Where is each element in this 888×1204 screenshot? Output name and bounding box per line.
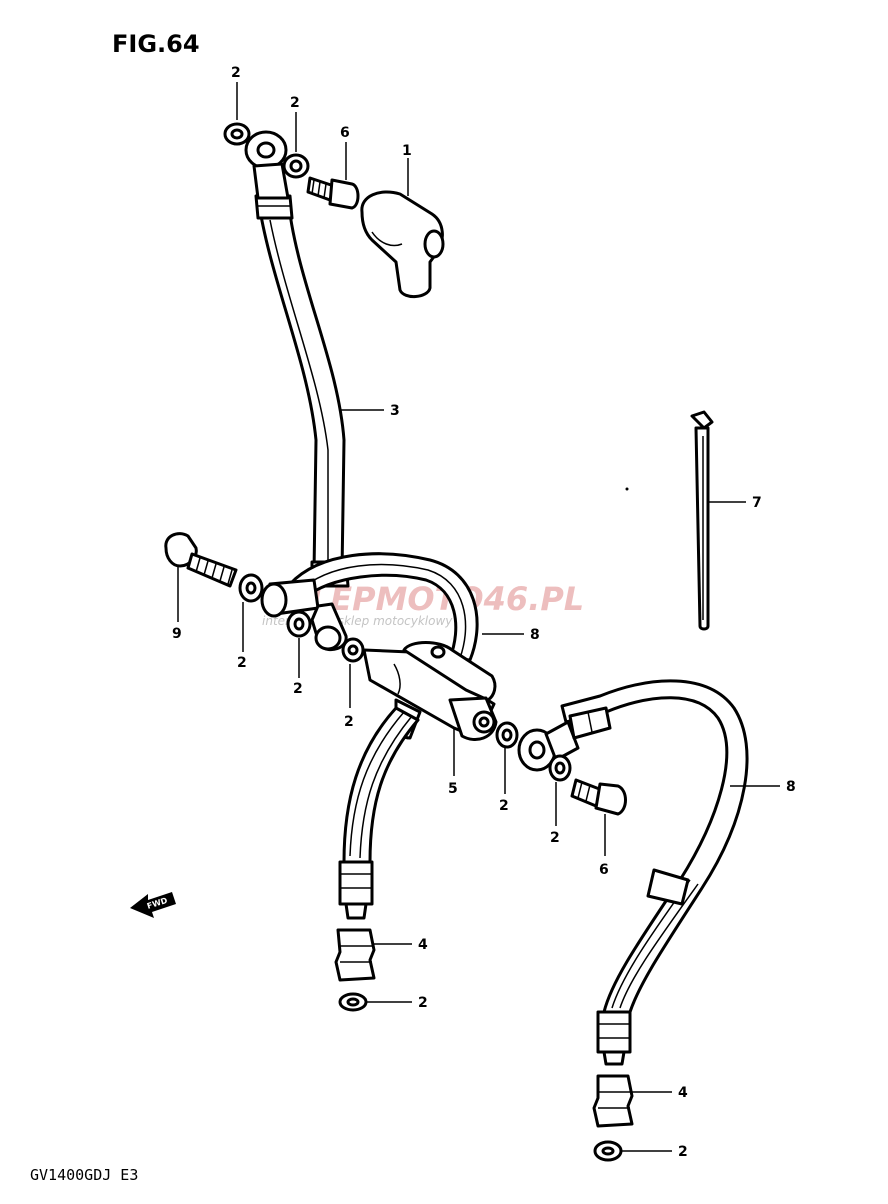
part-upper-hose	[254, 194, 350, 588]
figure-title: FIG.64	[112, 30, 200, 58]
callout-label: 2	[418, 995, 428, 1011]
callout-label: 2	[231, 65, 241, 81]
part-left-union-4	[334, 928, 376, 982]
washer-left-bottom	[338, 992, 368, 1012]
part-cable-tie	[690, 410, 714, 631]
part-right-bolt	[570, 778, 627, 816]
callout-label: 2	[499, 798, 509, 814]
callout-label: 2	[550, 830, 560, 846]
washer-left-3	[341, 637, 365, 663]
part-cap	[360, 190, 445, 298]
callout-label: 3	[390, 403, 400, 419]
callout-label: 9	[172, 626, 182, 642]
washer-top-left	[223, 122, 251, 146]
part-top-bolt	[306, 176, 360, 210]
washer-top-right	[282, 153, 310, 179]
washer-right-1	[495, 721, 519, 749]
washer-right-bottom	[593, 1140, 623, 1162]
callout-label: 8	[530, 627, 540, 643]
part-left-bolt	[164, 532, 238, 588]
leader-lines	[177, 82, 780, 1152]
fwd-arrow-icon: FWD	[130, 892, 176, 918]
washer-left-1	[238, 573, 264, 603]
callout-label: 7	[752, 495, 762, 511]
part-top-banjo	[244, 130, 290, 200]
speck	[625, 487, 629, 491]
callout-labels: 2 2 6 1 3 7 9 2 2 8 2 5 2 2 6 8 4 2 4 2	[172, 65, 796, 1160]
part-three-way-joint	[362, 641, 498, 741]
part-left-junction	[260, 578, 348, 652]
part-left-lower-hose	[342, 706, 420, 864]
callout-label: 2	[344, 714, 354, 730]
callout-label: 4	[678, 1085, 688, 1101]
part-right-hose-fitting	[596, 1010, 632, 1066]
callout-label: 6	[340, 125, 350, 141]
model-code: GV1400GDJ E3	[30, 1166, 138, 1184]
part-loop-hose-right	[560, 679, 749, 1014]
washer-left-2	[286, 610, 312, 638]
callout-label: 2	[237, 655, 247, 671]
callout-label: 8	[786, 779, 796, 795]
washer-right-2	[548, 754, 572, 782]
callout-label: 2	[290, 95, 300, 111]
callout-label: 6	[599, 862, 609, 878]
callout-label: 2	[293, 681, 303, 697]
part-right-union-4	[592, 1074, 634, 1128]
part-right-banjo	[517, 720, 580, 772]
callout-label: 5	[448, 781, 458, 797]
part-left-hose-fitting	[338, 860, 374, 920]
callout-label: 2	[678, 1144, 688, 1160]
callout-label: 1	[402, 143, 412, 159]
callout-label: 4	[418, 937, 428, 953]
